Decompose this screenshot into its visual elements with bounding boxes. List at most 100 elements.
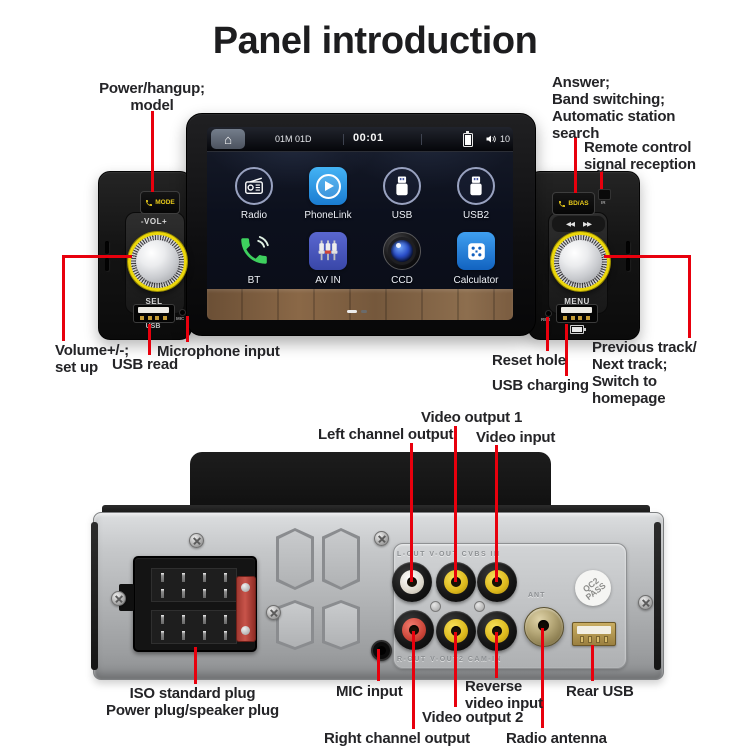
track-buttons: ◀◀ ▶▶ xyxy=(551,215,606,233)
ir-label: IR xyxy=(601,200,606,205)
previous-track-button[interactable]: ◀◀ xyxy=(566,221,575,228)
usb2-icon xyxy=(457,167,495,205)
callout-reset-hole: Reset hole xyxy=(492,352,566,369)
reset-hole xyxy=(545,310,552,317)
mode-power-button[interactable]: MODE xyxy=(140,191,180,214)
calculator-icon xyxy=(457,232,495,270)
menu-knob[interactable] xyxy=(551,232,610,291)
charge-battery-icon xyxy=(570,325,586,334)
qc-pass-text: QC2 PASS xyxy=(580,575,608,603)
bt-icon xyxy=(235,232,273,270)
callout-line xyxy=(495,445,498,582)
callout-line xyxy=(186,316,189,342)
screw-icon xyxy=(430,601,441,612)
app-tile-calculator[interactable]: Calculator xyxy=(439,232,513,286)
app-label: USB2 xyxy=(462,210,490,221)
chassis-right-cap xyxy=(654,522,661,670)
mic-input-jack xyxy=(371,640,392,661)
handset-icon xyxy=(559,200,566,207)
app-label: Radio xyxy=(240,210,268,221)
fuse-holder xyxy=(236,576,256,642)
avin-icon xyxy=(309,232,347,270)
callout-power-hangup: Power/hangup; model xyxy=(99,80,205,115)
callout-line xyxy=(454,426,457,582)
usb-tongue xyxy=(138,307,169,313)
callout-iso-plug: ISO standard plug Power plug/speaker plu… xyxy=(106,685,279,720)
charging-usb-port xyxy=(556,304,598,323)
app-tile-avin[interactable]: AV IN xyxy=(291,232,365,286)
battery-icon xyxy=(463,131,473,147)
callout-line xyxy=(377,649,380,681)
callout-line xyxy=(688,255,691,338)
status-volume: 10 xyxy=(500,134,511,144)
callout-line xyxy=(565,324,568,376)
jack-row-bottom-text: R-OUT V-OUT2 CAM-IN xyxy=(397,656,503,663)
callout-line xyxy=(546,317,549,351)
callout-line xyxy=(412,631,415,729)
usb-tongue xyxy=(577,626,611,634)
callout-volume-setup: Volume+/-; set up xyxy=(55,342,129,377)
callout-left-channel-output: Left channel output xyxy=(318,426,454,443)
right-vent-slot xyxy=(626,258,630,271)
chassis-left-cap xyxy=(91,522,98,670)
radio-icon xyxy=(235,167,273,205)
callout-line xyxy=(454,632,457,707)
callout-line xyxy=(600,171,603,189)
app-tile-ccd[interactable]: CCD xyxy=(365,232,439,286)
bdas-button-label: BD/AS xyxy=(568,200,589,207)
mode-button-label: MODE xyxy=(155,199,175,206)
home-button[interactable]: ⌂ xyxy=(211,129,245,149)
volume-knob[interactable] xyxy=(128,232,187,291)
sel-label: SEL xyxy=(145,297,163,306)
callout-radio-antenna: Radio antenna xyxy=(506,730,607,747)
callout-video-input: Video input xyxy=(476,429,556,446)
usb-pins xyxy=(580,636,608,643)
status-date: 01M 01D xyxy=(275,134,312,144)
app-label: PhoneLink xyxy=(304,210,352,221)
qc-pass-sticker: QC2 PASS xyxy=(575,570,611,606)
callout-right-channel-output: Right channel output xyxy=(324,730,470,747)
embossed-arrow xyxy=(276,600,314,650)
callout-line xyxy=(148,324,151,355)
page-indicator-active xyxy=(347,310,357,313)
ccd-icon xyxy=(383,232,421,270)
app-label: Calculator xyxy=(453,275,499,286)
iso-pin-group xyxy=(151,610,237,644)
callout-video-output-2: Video output 2 xyxy=(422,709,524,726)
status-divider xyxy=(343,134,344,145)
rear-usb-port xyxy=(572,622,616,646)
embossed-arrow xyxy=(276,528,314,590)
status-divider xyxy=(421,134,422,145)
next-track-button[interactable]: ▶▶ xyxy=(583,221,592,228)
screw-icon xyxy=(474,601,485,612)
usb-tongue xyxy=(561,307,592,313)
callout-prev-next-home: Previous track/ Next track; Switch to ho… xyxy=(592,339,697,408)
front-usb-label: USB xyxy=(145,323,161,330)
callout-line xyxy=(591,645,594,681)
callout-remote-control: Remote control signal reception xyxy=(584,139,696,174)
right-vent-slot xyxy=(626,241,630,254)
app-label: BT xyxy=(247,275,261,286)
app-label: USB xyxy=(391,210,413,221)
embossed-arrow xyxy=(322,600,360,650)
menu-label: MENU xyxy=(564,297,590,306)
screen-wallpaper-floor xyxy=(207,289,513,320)
screw-icon xyxy=(111,591,126,606)
video-output-1-jack xyxy=(436,562,476,602)
app-tile-usb[interactable]: USB xyxy=(365,167,439,221)
app-tile-radio[interactable]: Radio xyxy=(217,167,291,221)
app-tile-bt[interactable]: BT xyxy=(217,232,291,286)
jack-row-top-text: L-OUT V-OUT CVBS IN xyxy=(397,551,501,558)
handset-icon xyxy=(146,199,153,206)
callout-line xyxy=(410,443,413,582)
callout-reverse-video-input: Reverse video input xyxy=(465,678,543,713)
app-tile-phonelink[interactable]: PhoneLink xyxy=(291,167,365,221)
front-usb-port xyxy=(133,304,175,323)
phonelink-icon xyxy=(309,167,347,205)
callout-line xyxy=(62,255,132,258)
callout-line xyxy=(151,111,154,192)
band-autosearch-button[interactable]: BD/AS xyxy=(552,192,595,215)
app-tile-usb2[interactable]: USB2 xyxy=(439,167,513,221)
